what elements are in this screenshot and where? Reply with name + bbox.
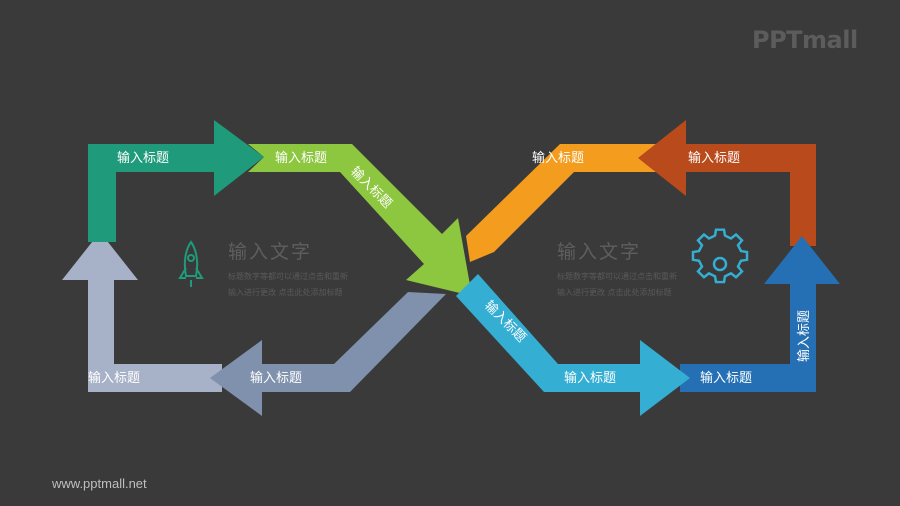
left-top-label: 输入标题 [117, 150, 169, 166]
right-heading: 输入文字 [557, 241, 641, 263]
footer-url: www.pptmall.net [51, 476, 147, 491]
brand-logo: PPTmall [752, 26, 858, 54]
left-body-line1: 标题数字等都可以通过点击和重新 [228, 271, 348, 281]
right-top-left-label: 输入标题 [532, 150, 584, 166]
left-bottom-left-label: 输入标题 [88, 370, 140, 386]
right-diagonal-arrow [466, 144, 660, 262]
right-bottom-right-label: 输入标题 [700, 370, 752, 386]
right-body-line1: 标题数字等都可以通过点击和重新 [557, 271, 677, 281]
left-bottom-right-label: 输入标题 [250, 370, 302, 386]
left-bottom-arrow [210, 292, 446, 416]
left-up-arrow [62, 232, 138, 390]
right-bottom-arrow [456, 274, 690, 416]
right-vertical-label: 输入标题 [796, 310, 812, 362]
right-top-right-label: 输入标题 [688, 150, 740, 166]
left-heading: 输入文字 [228, 241, 312, 263]
left-bottom-segment [88, 364, 222, 392]
left-top-right-label: 输入标题 [275, 150, 327, 166]
gear-icon [691, 228, 749, 284]
left-top-arrow [88, 120, 264, 242]
right-body-line2: 输入进行更改 点击此处添加标题 [557, 287, 672, 297]
left-body-line2: 输入进行更改 点击此处添加标题 [228, 287, 343, 297]
right-bottom-left-label: 输入标题 [564, 370, 616, 386]
left-diagonal-arrow [248, 144, 472, 296]
right-up-arrow [680, 236, 840, 392]
rocket-icon [178, 240, 204, 287]
right-top-arrow [638, 120, 816, 246]
